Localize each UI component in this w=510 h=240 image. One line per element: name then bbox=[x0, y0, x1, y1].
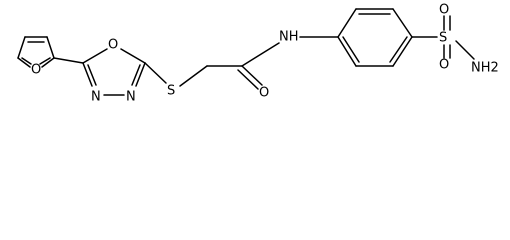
bond bbox=[46, 36, 55, 59]
bond-co-o-double bbox=[237, 69, 259, 90]
atom-sulfonyl-sulfur: S bbox=[439, 31, 447, 46]
atom-thioether-sulfur: S bbox=[167, 84, 175, 99]
bond bbox=[21, 57, 32, 65]
bond bbox=[389, 36, 408, 63]
atom-oxadiazole-oxygen: O bbox=[108, 38, 118, 53]
bond-furan-oxadiazole bbox=[53, 57, 84, 64]
bond-co-nh bbox=[241, 42, 280, 67]
bond bbox=[87, 64, 97, 86]
bond-s-ch2 bbox=[179, 65, 208, 87]
molecule-structure: O O N N S O NH S O O NH2 bbox=[17, 3, 499, 105]
bond-co-o-double bbox=[241, 65, 263, 86]
atom-amide-nh: NH bbox=[279, 30, 299, 45]
bond bbox=[17, 36, 26, 59]
atom-sulfonyl-oxygen-bottom: O bbox=[439, 58, 449, 73]
bond bbox=[342, 36, 360, 63]
oxadiazole-ring bbox=[82, 48, 146, 96]
atom-oxadiazole-n-left: N bbox=[91, 90, 101, 105]
bond bbox=[337, 8, 357, 38]
bond bbox=[392, 8, 413, 38]
bond bbox=[41, 57, 55, 68]
bond-s-nh2 bbox=[455, 40, 475, 60]
bond bbox=[131, 64, 141, 86]
atom-sulfonamide-nh2: NH2 bbox=[471, 61, 499, 76]
bond bbox=[392, 36, 413, 67]
bond bbox=[82, 62, 93, 87]
atom-furan-oxygen: O bbox=[31, 63, 41, 78]
atom-carbonyl-oxygen: O bbox=[259, 86, 269, 101]
benzene-ring bbox=[337, 8, 413, 67]
atom-oxadiazole-n-right: N bbox=[126, 90, 136, 105]
bond bbox=[39, 57, 51, 65]
bond-oxadiazole-s bbox=[144, 62, 167, 84]
atom-sulfonyl-oxygen-top: O bbox=[439, 3, 449, 18]
bond bbox=[17, 57, 31, 68]
bond bbox=[337, 36, 357, 67]
furan-ring bbox=[17, 36, 55, 68]
bond bbox=[135, 62, 146, 87]
bond bbox=[120, 48, 146, 64]
bond bbox=[82, 48, 108, 64]
